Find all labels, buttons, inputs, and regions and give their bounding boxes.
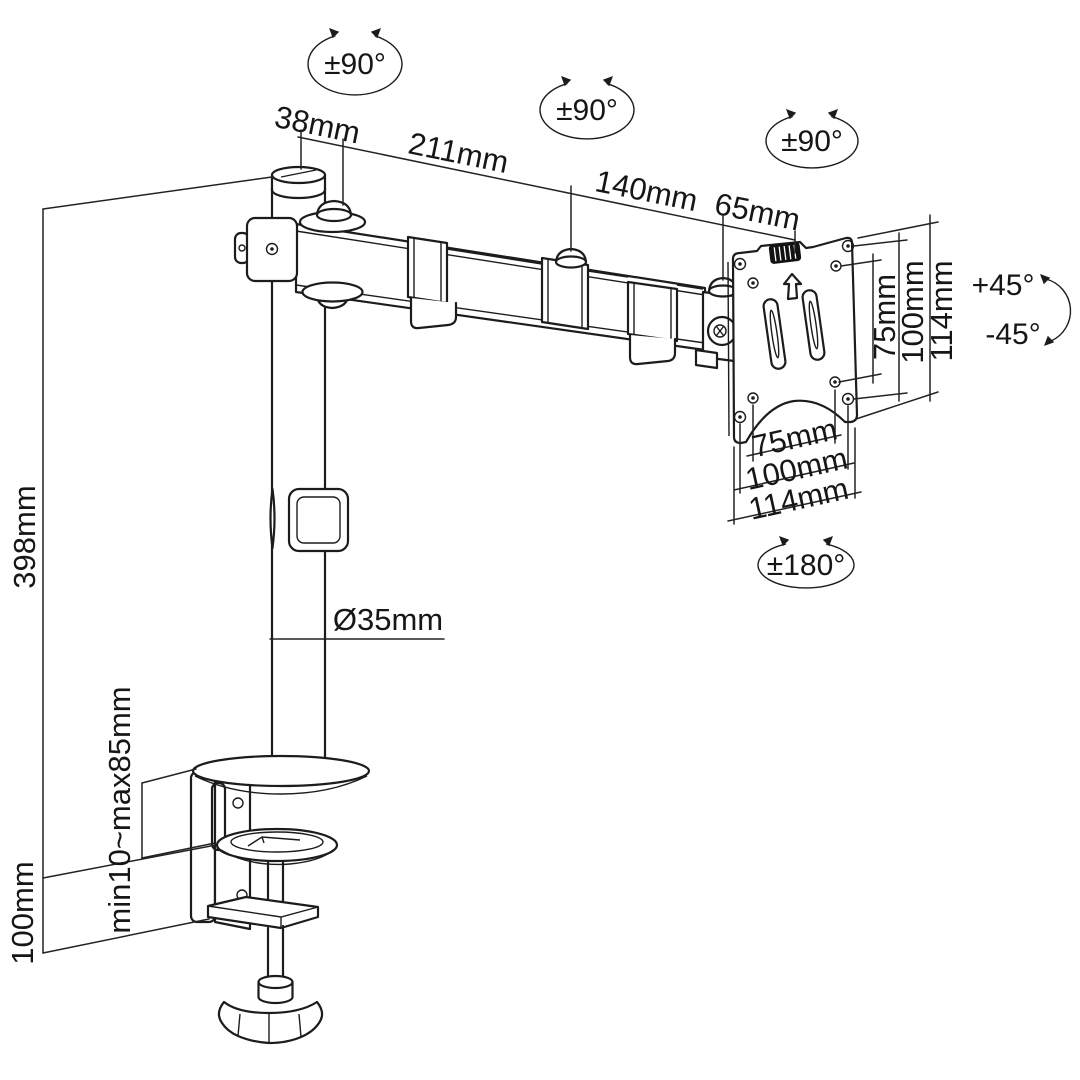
clamp-shelf: [206, 895, 320, 930]
arm-collar-2: [540, 256, 590, 331]
vesa-plate-body: [731, 236, 859, 445]
dimension-lines: [42, 129, 939, 954]
arm-collar-3: [626, 280, 679, 343]
vesa-right-100-label: 100mm: [895, 260, 930, 363]
rotation-arm-label: ±90°: [556, 94, 618, 127]
dim-line-vesa100-h: [733, 462, 855, 491]
dim-arm-segment1-label: 211mm: [405, 126, 511, 180]
rotation-symbols: [307, 28, 1072, 589]
dim-pole-diameter-label: Ø35mm: [333, 602, 443, 637]
vesa-plate: [727, 236, 859, 445]
desk-disc: [191, 754, 371, 788]
extension-arm: [233, 199, 707, 366]
tilt-down-label: -45°: [985, 318, 1040, 351]
plate-slot-right: [801, 289, 826, 361]
ext-pole-top: [42, 176, 273, 210]
dim-pole-height-label: 398mm: [7, 485, 42, 588]
dim-arm-segment3-label: 65mm: [712, 186, 803, 237]
cable-hook-1: [409, 296, 458, 330]
rotation-pole-label: ±90°: [324, 48, 386, 81]
pole-cap: [270, 165, 327, 185]
dim-pole-top-label: 38mm: [272, 99, 363, 150]
rotate-icon-vesa: [765, 109, 859, 169]
dim-line-vesa114-h: [727, 491, 862, 522]
plate-slot-left: [762, 298, 787, 370]
dim-line-top-chain: [297, 136, 796, 241]
clamp-pad: [215, 827, 339, 863]
rotation-plate-label: ±180°: [767, 549, 846, 582]
joint-foot: [694, 348, 719, 370]
up-arrow-icon: [782, 272, 803, 301]
pole-slot: [269, 487, 276, 550]
vesa-right-75-label: 75mm: [867, 274, 902, 360]
pole-cable-clip: [287, 487, 350, 553]
tilt-pivot: [706, 315, 738, 347]
dim-line-vesa75-h: [746, 434, 842, 457]
dim-clamp-depth-label: 100mm: [5, 861, 40, 964]
tilt-arc-icon: [1040, 274, 1072, 346]
cap-slot: [280, 169, 317, 178]
knob-hub: [257, 974, 294, 990]
labels: ±90° ±90° ±90° ±180° +45° -45° 38mm 211m…: [5, 48, 1040, 965]
cable-hook-2: [628, 333, 677, 366]
thumbscrew: [768, 242, 802, 264]
rotate-icon-arm: [539, 76, 635, 140]
desk-clamp: [189, 754, 371, 1045]
rotate-icon-pole: [307, 28, 403, 96]
vesa-right-114-label: 114mm: [924, 260, 959, 361]
hinge-lug-bottom: [301, 281, 364, 303]
tilt-up-label: +45°: [972, 269, 1035, 302]
clamp-knob: [217, 1000, 324, 1045]
rotation-vesa-label: ±90°: [781, 125, 843, 158]
dim-clamp-range-label: min10~max85mm: [102, 686, 137, 933]
rotate-icon-plate: [757, 536, 855, 589]
